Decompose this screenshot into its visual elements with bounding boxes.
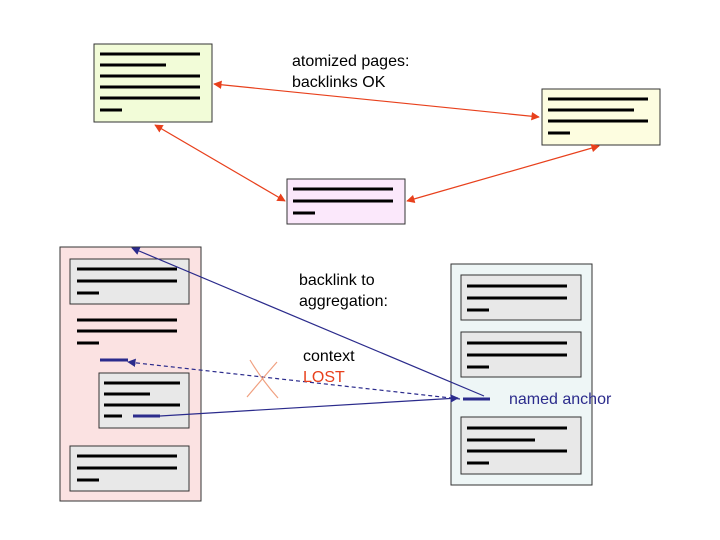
aggregation-page-right — [450, 263, 593, 486]
aggregation-page-left — [59, 246, 202, 502]
backlink-arrows-ok — [154, 80, 600, 203]
label-named-anchor: named anchor — [509, 391, 612, 408]
atomized-page-green — [93, 43, 213, 123]
atomized-page-pink — [286, 178, 406, 225]
label-atomized-pages: atomized pages: — [292, 53, 409, 70]
atomized-page-yellow — [541, 88, 661, 146]
cross-out-mark — [246, 359, 279, 399]
label-lost: LOST — [303, 369, 345, 386]
backlink-arrows-aggregation — [127, 247, 485, 417]
label-backlinks-ok: backlinks OK — [292, 74, 386, 91]
label-aggregation: aggregation: — [299, 293, 388, 310]
label-backlink-to: backlink to — [299, 272, 375, 289]
label-context: context — [303, 348, 355, 365]
